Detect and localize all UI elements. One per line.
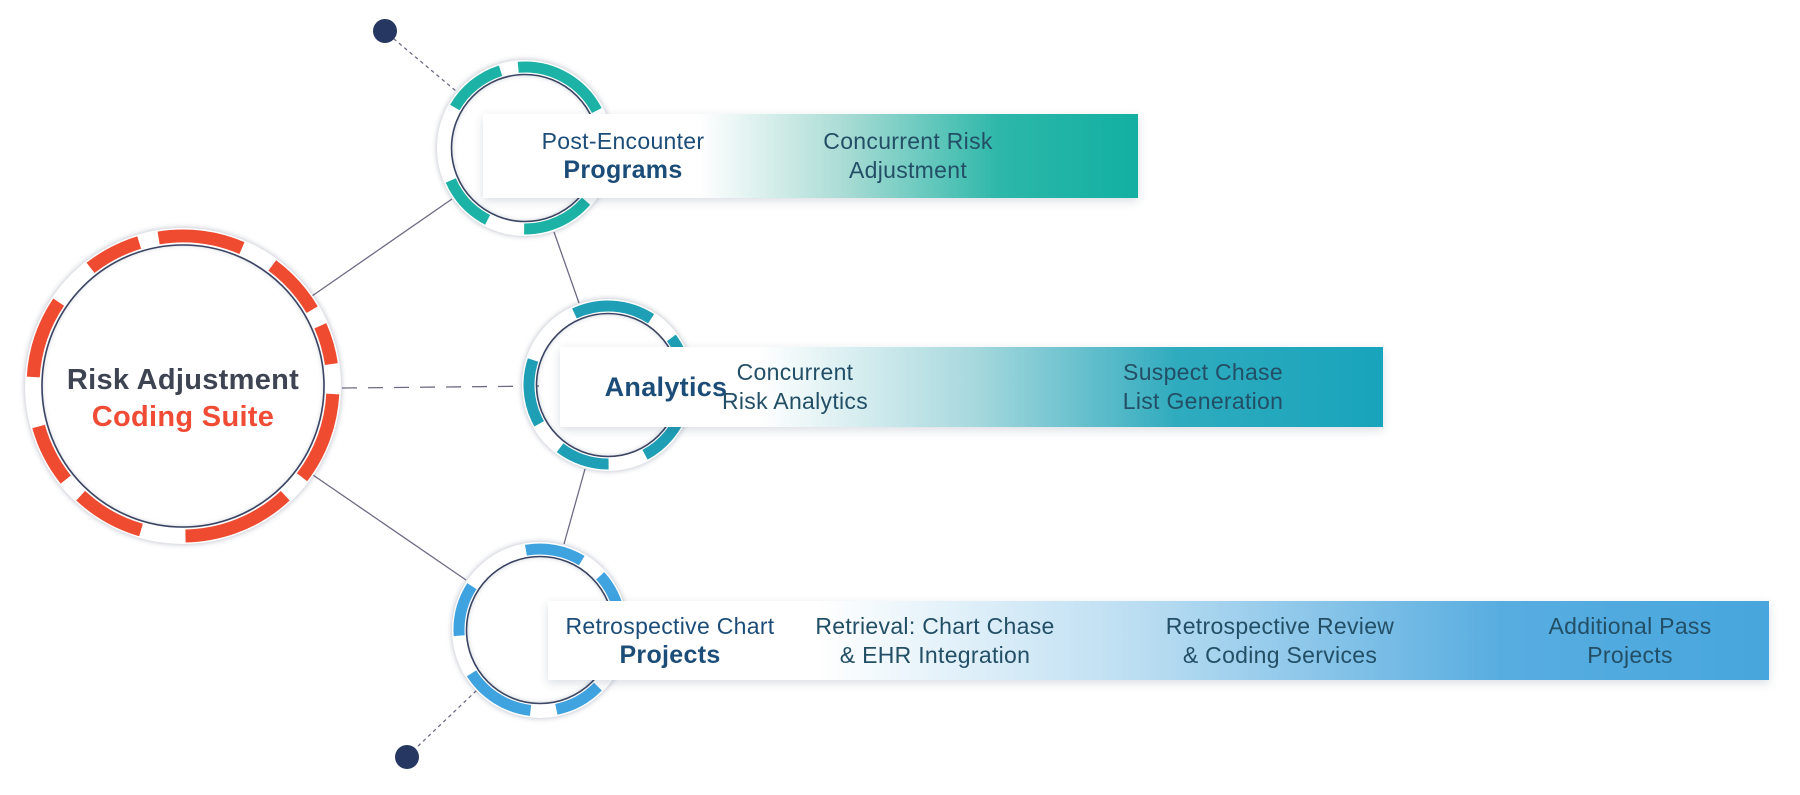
banner-item: Retrieval: Chart Chase & EHR Integration [815,601,1054,680]
banner-item: Retrospective Review & Coding Services [1166,601,1394,680]
item-line2: Risk Analytics [721,388,869,414]
item-line1: Concurrent [736,359,854,385]
connector-topdot-to-post-encounter [393,38,457,92]
root-title-line2: Coding Suite [91,401,275,433]
connector-post-encounter-to-analytics [553,231,580,304]
connector-analytics-to-retrospective [563,468,586,545]
root-ring-arcs [26,229,340,543]
connector-root-to-analytics [341,385,546,389]
banner-item: Suspect Chase List Generation [1123,347,1283,427]
retrospective-label: Retrospective Chart Projects [566,601,775,680]
banner-analytics: Analytics Concurrent Risk Analytics Susp… [560,347,1383,427]
banner-post-encounter: Post-Encounter Programs Concurrent Risk … [483,114,1138,198]
item-line2: & EHR Integration [839,641,1031,668]
connector-retrospective-to-bottomdot [415,690,477,749]
post-encounter-label: Post-Encounter Programs [542,114,705,198]
bottom-endpoint-dot [395,745,419,769]
root-node-ring [25,228,341,544]
banner-item: Concurrent Risk Adjustment [823,114,992,198]
analytics-label-line2: Analytics [604,371,728,402]
banner-retrospective: Retrospective Chart Projects Retrieval: … [548,601,1769,680]
retrospective-label-line2: Projects [619,640,721,669]
banner-item: Additional Pass Projects [1548,601,1711,680]
item-line1: Retrospective Review [1165,612,1395,639]
item-line1: Additional Pass [1548,612,1712,639]
item-line2: List Generation [1122,388,1284,414]
item-line1: Retrieval: Chart Chase [815,612,1055,639]
post-encounter-label-line2: Programs [563,156,683,184]
item-line2: Projects [1587,641,1673,668]
banner-item: Concurrent Risk Analytics [722,347,868,427]
root-title-line1: Risk Adjustment [66,364,300,396]
connector-root-to-post-encounter [311,198,453,297]
root-node-title: Risk Adjustment Coding Suite [67,362,299,436]
item-line2: Adjustment [848,157,968,183]
root-ring-inner-line [41,244,325,528]
analytics-label: Analytics [605,347,728,427]
item-line2: & Coding Services [1182,641,1378,668]
top-endpoint-dot [373,19,397,43]
item-line1: Concurrent Risk [823,128,993,154]
connector-line-group [311,38,586,749]
retrospective-label-line1: Retrospective Chart [565,612,775,639]
item-line1: Suspect Chase [1123,359,1283,385]
connector-root-to-retrospective [312,474,467,581]
post-encounter-label-line1: Post-Encounter [541,128,705,154]
